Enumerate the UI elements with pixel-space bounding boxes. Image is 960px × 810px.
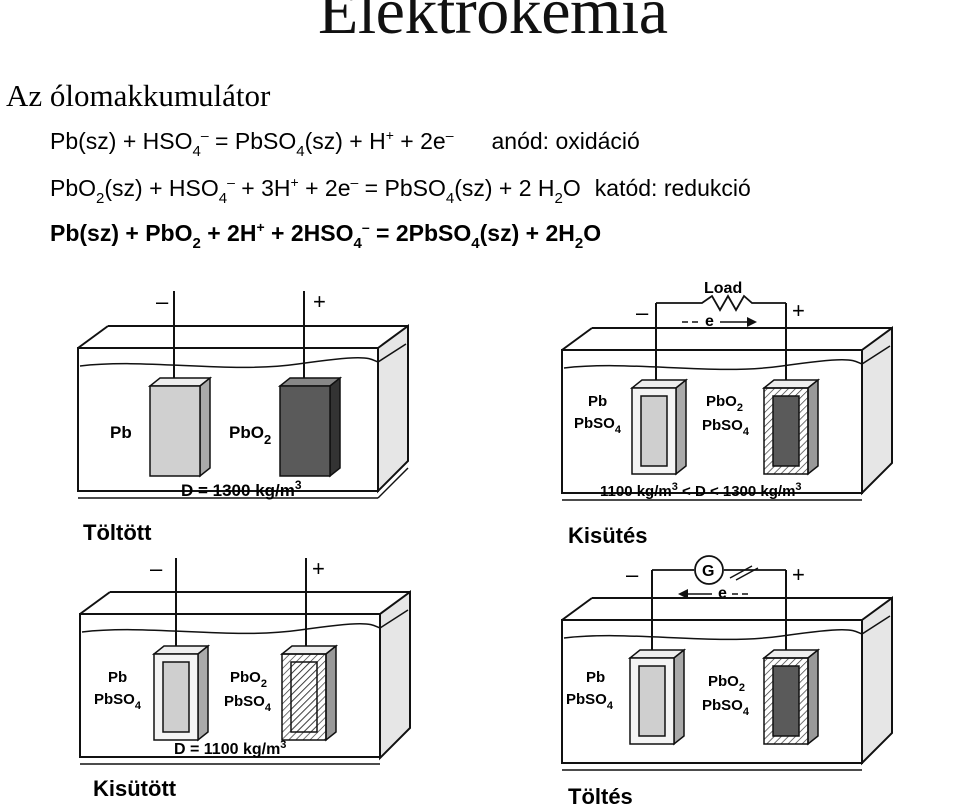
eq-text: (sz) + 2 H [454, 175, 555, 201]
plus-terminal: + [312, 556, 325, 581]
eq-text: Pb(sz) + PbO [50, 220, 193, 246]
eq-sup: – [361, 219, 370, 235]
left-label-pbso4: PbSO4 [574, 415, 622, 436]
eq-sub: 2 [554, 190, 563, 207]
right-label-pbo2: PbO2 [706, 393, 743, 414]
left-label-pbso4: PbSO4 [566, 691, 614, 712]
cell-charging-diagram: G e – + Pb PbSO4 PbO2 PbSO4 [561, 555, 893, 771]
caption-discharging: Kisütés [568, 523, 648, 548]
left-label-pbso4: PbSO4 [94, 691, 142, 712]
caption-charged: Töltött [83, 520, 152, 545]
eq-text: + 2HSO [264, 220, 354, 246]
electron-label: e [718, 585, 727, 602]
eq-sup: + [256, 219, 265, 235]
eq-text: + 2H [200, 220, 257, 246]
generator-label: G [702, 563, 714, 580]
right-electrode-label: PbO2 [229, 423, 271, 447]
eq-sub: 4 [471, 235, 480, 252]
eq-text: O [583, 220, 602, 246]
page-subtitle: Az ólomakkumulátor [6, 78, 271, 113]
eq-sub: 2 [574, 235, 584, 252]
minus-terminal: – [150, 556, 163, 581]
eq-sup: + [385, 127, 394, 143]
equation-overall: Pb(sz) + PbO2 + 2H+ + 2HSO4– = 2PbSO4(sz… [50, 218, 602, 251]
plus-terminal: + [313, 289, 326, 314]
density-label: D = 1100 kg/m3 [174, 739, 286, 758]
density-label: 1100 kg/m3 < D < 1300 kg/m3 [600, 481, 802, 500]
eq-text: O [562, 175, 581, 201]
eq-text: (sz) + H [304, 128, 386, 154]
eq-sub: 4 [445, 190, 455, 207]
eq-text: (sz) + HSO [104, 175, 219, 201]
plus-terminal: + [792, 562, 805, 587]
cell-discharging-diagram: Load e – + Pb PbSO4 PbO2 PbSO4 1100 kg/m… [561, 280, 893, 501]
minus-terminal: – [626, 562, 639, 587]
eq-text: (sz) + 2H [479, 220, 575, 246]
eq-text: = 2PbSO [369, 220, 472, 246]
eq-text: + 2e [298, 175, 351, 201]
right-label-pbo2: PbO2 [708, 673, 745, 694]
left-electrode-label: Pb [110, 423, 132, 442]
eq-text: = PbSO [208, 128, 297, 154]
eq-sub: 4 [296, 143, 305, 160]
eq-sub: 4 [353, 235, 362, 252]
equation-anode: Pb(sz) + HSO4– = PbSO4(sz) + H+ + 2e–anó… [50, 126, 640, 159]
cathode-note: katód: redukció [594, 175, 751, 201]
cell-charged-diagram: – + Pb PbO2 D = 1300 kg/m3 [77, 289, 409, 500]
anode-note: anód: oxidáció [491, 128, 640, 154]
minus-terminal: – [156, 289, 169, 314]
eq-text: + 3H [234, 175, 291, 201]
density-label: D = 1300 kg/m3 [181, 478, 302, 500]
electron-label: e [705, 313, 714, 330]
eq-text: + 2e [393, 128, 446, 154]
left-label-pb: Pb [586, 669, 605, 686]
eq-text: = PbSO [358, 175, 446, 201]
eq-sup: – [200, 127, 209, 143]
generator-icon [694, 555, 724, 585]
eq-sub: 2 [96, 190, 105, 207]
right-label-pbo2: PbO2 [230, 669, 267, 690]
caption-discharged: Kisütött [93, 776, 177, 801]
eq-sup: – [350, 174, 359, 190]
cell-discharged-diagram: – + Pb PbSO4 PbO2 PbSO4 D = 1100 kg/m3 [79, 556, 411, 765]
minus-terminal: – [636, 300, 649, 325]
eq-text: PbO [50, 175, 97, 201]
eq-sub: 4 [218, 190, 228, 207]
right-label-pbso4: PbSO4 [702, 697, 750, 718]
right-label-pbso4: PbSO4 [702, 417, 750, 438]
eq-text: Pb(sz) + HSO [50, 128, 193, 154]
eq-sub: 4 [192, 143, 201, 160]
left-label-pb: Pb [108, 669, 127, 686]
eq-sub: 2 [192, 235, 201, 252]
plus-terminal: + [792, 298, 805, 323]
equation-cathode: PbO2(sz) + HSO4– + 3H+ + 2e– = PbSO4(sz)… [50, 173, 751, 206]
caption-charging: Töltés [568, 784, 633, 809]
load-label: Load [704, 280, 742, 297]
eq-sup: – [227, 174, 235, 190]
eq-sup: + [290, 174, 299, 190]
left-label-pb: Pb [588, 393, 607, 410]
right-label-pbso4: PbSO4 [224, 693, 272, 714]
eq-sup: – [445, 127, 454, 143]
page-title: Elektrokémia [318, 0, 668, 48]
